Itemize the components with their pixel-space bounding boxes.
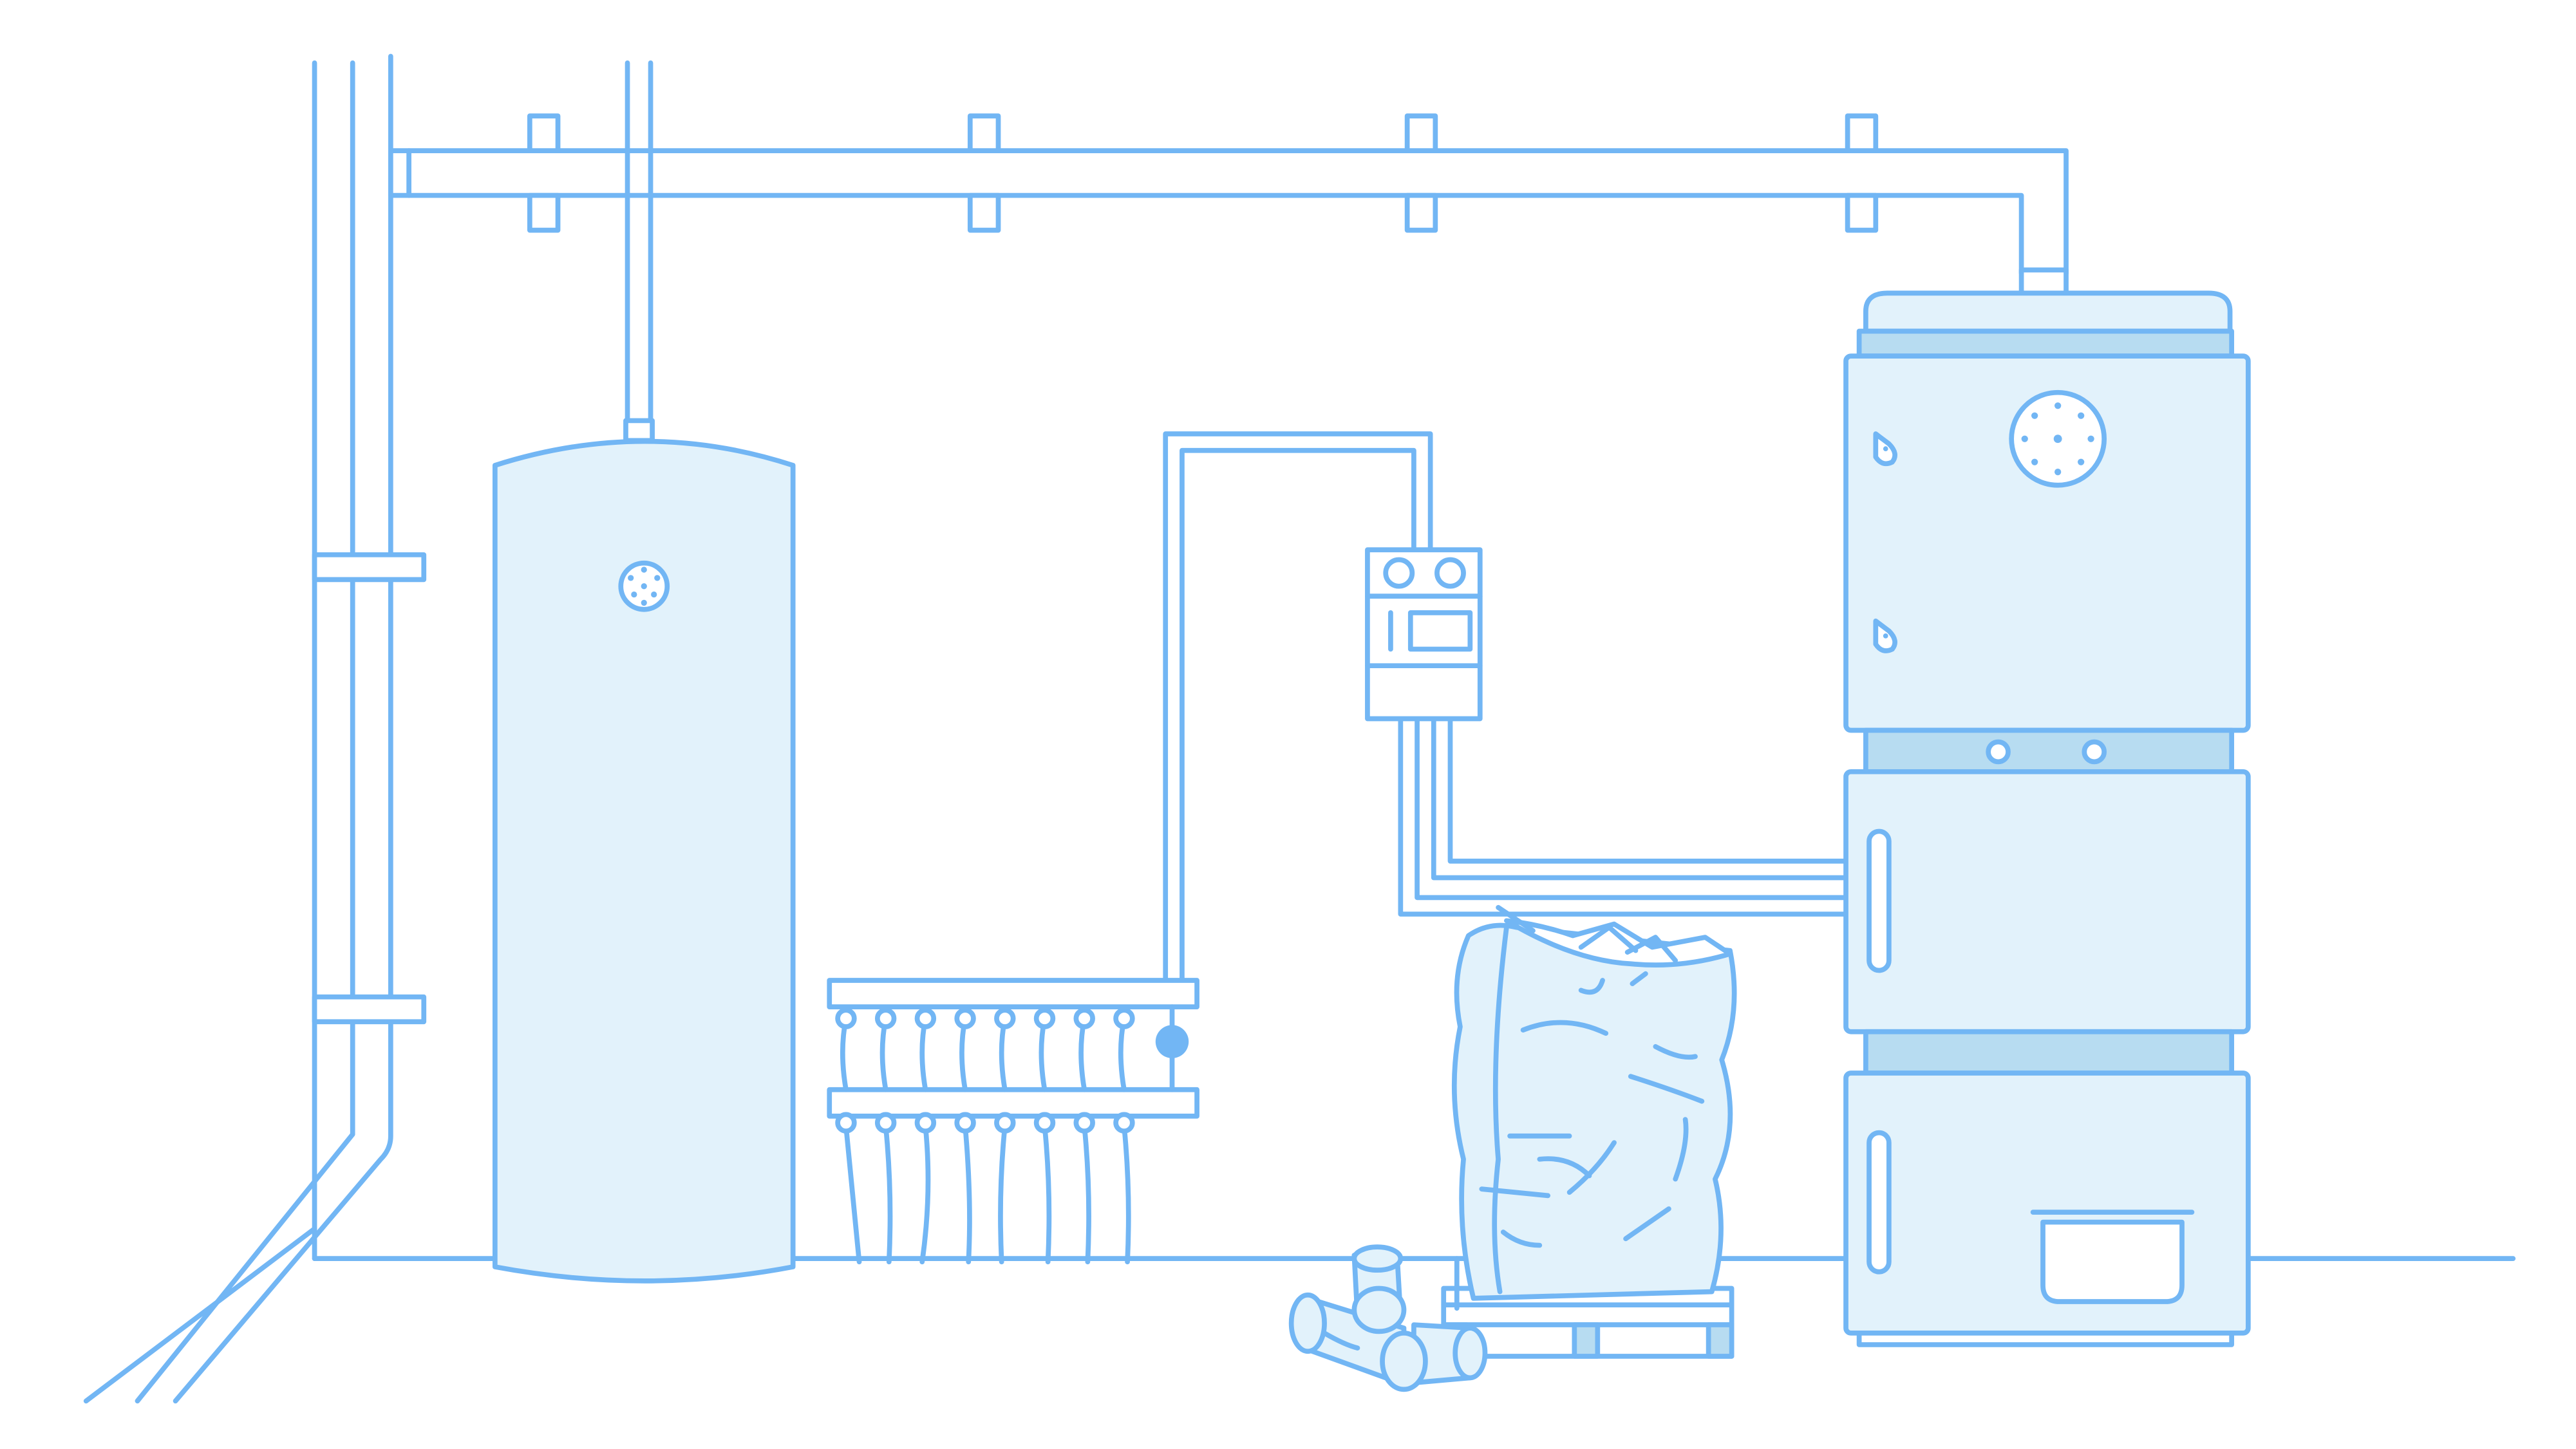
ceiling-pipe-icon (388, 60, 2069, 444)
underfloor-manifold-icon (827, 978, 1199, 1265)
pressure-gauge-icon (2009, 389, 2107, 488)
ash-drawer-icon (2030, 1210, 2195, 1304)
pressure-gauge-icon (618, 560, 670, 612)
circulation-pump-icon (1155, 1004, 1189, 1092)
wall-pipes-icon (83, 53, 427, 1404)
boiler-connection-pipes (1398, 716, 1850, 917)
manifold-feed-pipe (1163, 431, 1433, 983)
control-unit-icon (1365, 547, 1483, 722)
firewood-sack-icon (1451, 904, 1737, 1301)
water-heater-icon (492, 438, 796, 1284)
firewood-logs-icon (1288, 1244, 1488, 1392)
